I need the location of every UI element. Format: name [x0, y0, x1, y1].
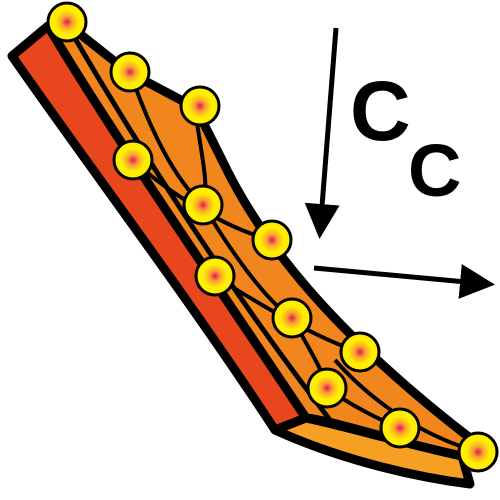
molecule-bead-icon — [457, 431, 499, 473]
arrow-icon — [304, 27, 340, 239]
molecule-bead-icon — [251, 219, 293, 261]
arrow-icon — [313, 264, 495, 299]
molecule-beads — [46, 1, 499, 473]
molecule-bead-icon — [46, 1, 88, 43]
molecule-bead-icon — [109, 51, 151, 93]
label-main-letter: C — [350, 64, 411, 158]
direction-arrows — [304, 27, 495, 299]
label-subscript-letter: C — [408, 129, 461, 212]
molecule-bead-icon — [306, 367, 348, 409]
molecule-bead-icon — [379, 407, 421, 449]
molecule-bead-icon — [179, 85, 221, 127]
molecule-bead-icon — [339, 331, 381, 373]
strip-inner-line — [67, 28, 332, 422]
strip-end-face — [270, 413, 475, 489]
molecule-bead-icon — [271, 297, 313, 339]
molecule-bead-icon — [194, 255, 236, 297]
molecule-bead-icon — [182, 184, 224, 226]
molecule-bead-icon — [112, 139, 154, 181]
